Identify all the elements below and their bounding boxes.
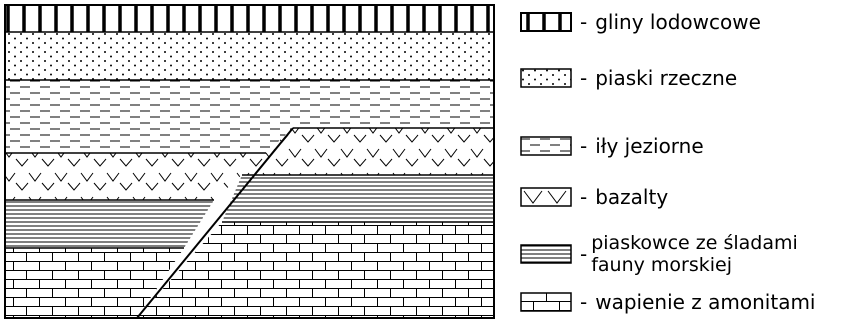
wapienie-swatch <box>520 292 572 312</box>
legend-item-gliny: - gliny lodowcowe <box>520 10 761 34</box>
legend-item-piaskowce: - piaskowce ze śladami fauny morskiej <box>520 232 798 276</box>
legend-item-wapienie: - wapienie z amonitami <box>520 290 815 314</box>
legend-label-piaski: piaski rzeczne <box>595 66 737 90</box>
legend-dash: - <box>580 242 587 266</box>
legend-dash: - <box>580 185 587 209</box>
layer-gliny-lodowcowe <box>5 5 494 32</box>
ily-swatch <box>520 136 572 156</box>
legend-item-piaski: - piaski rzeczne <box>520 66 737 90</box>
legend-label-wapienie: wapienie z amonitami <box>595 290 815 314</box>
legend-label-bazalty: bazalty <box>595 185 668 209</box>
gliny-swatch <box>520 12 572 32</box>
layer-bazalty-left <box>5 153 266 200</box>
legend-dash: - <box>580 290 587 314</box>
piaski-swatch <box>520 68 572 88</box>
legend-item-bazalty: - bazalty <box>520 185 668 209</box>
legend-label-gliny: gliny lodowcowe <box>595 10 761 34</box>
legend-dash: - <box>580 66 587 90</box>
legend-label-piaskowce: piaskowce ze śladami fauny morskiej <box>591 232 798 276</box>
legend-label-piaskowce-line1: piaskowce ze śladami <box>591 232 798 254</box>
piaskowce-swatch <box>520 244 572 264</box>
bazalty-swatch <box>520 187 572 207</box>
legend-label-ily: iły jeziorne <box>595 134 703 158</box>
layer-piaski-rzeczne <box>5 32 494 80</box>
legend-item-ily: - iły jeziorne <box>520 134 704 158</box>
layer-piaskowce-right <box>222 175 494 222</box>
legend-label-piaskowce-line2: fauny morskiej <box>591 254 798 276</box>
legend-dash: - <box>580 10 587 34</box>
legend-dash: - <box>580 134 587 158</box>
layer-piaskowce-left <box>5 200 214 248</box>
geologic-cross-section <box>0 0 500 322</box>
